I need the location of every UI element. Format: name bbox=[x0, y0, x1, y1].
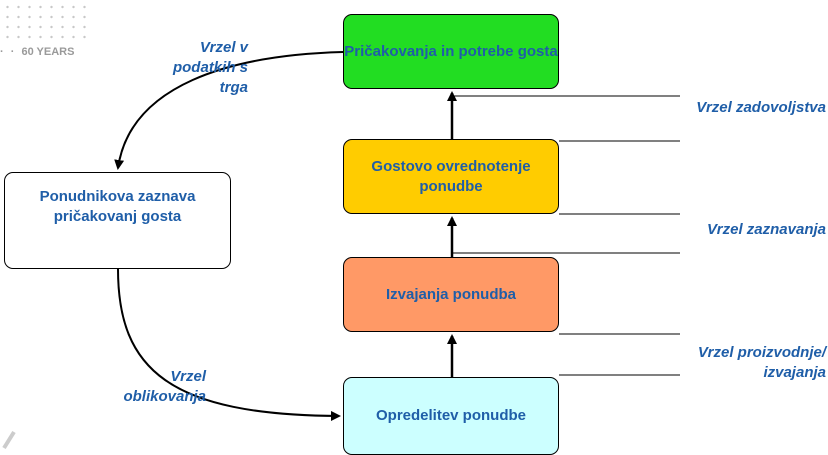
label-gap-satisfaction: Vrzel zadovoljstva bbox=[696, 99, 826, 116]
label-gap-perception: Vrzel zaznavanja bbox=[707, 221, 826, 238]
arrow-expectations-to-perception bbox=[114, 51, 344, 170]
box-offer-execution: Izvajanja ponudba bbox=[343, 257, 559, 332]
logo: · · 60 YEARS bbox=[0, 46, 74, 58]
arrow-perception-to-definition bbox=[117, 268, 341, 421]
decorative-mark bbox=[2, 430, 16, 450]
box-guest-expectations: Pričakovanja in potrebe gosta bbox=[343, 14, 559, 89]
box-provider-perception: Ponudnikova zaznava pričakovanj gosta bbox=[4, 172, 231, 269]
label-gap-market-data: Vrzel v podatkih s trga bbox=[172, 39, 248, 96]
box-guest-evaluation: Gostovo ovrednotenje ponudbe bbox=[343, 139, 559, 214]
logo-text: 60 YEARS bbox=[21, 46, 75, 58]
label-gap-design: Vrzel oblikovanja bbox=[123, 368, 206, 405]
box-offer-definition: Opredelitev ponudbe bbox=[343, 377, 559, 455]
logo-dots: · · bbox=[0, 46, 22, 58]
label-gap-production: Vrzel proizvodnje/ izvajanja bbox=[697, 344, 826, 381]
decorative-dot-grid bbox=[0, 0, 90, 40]
